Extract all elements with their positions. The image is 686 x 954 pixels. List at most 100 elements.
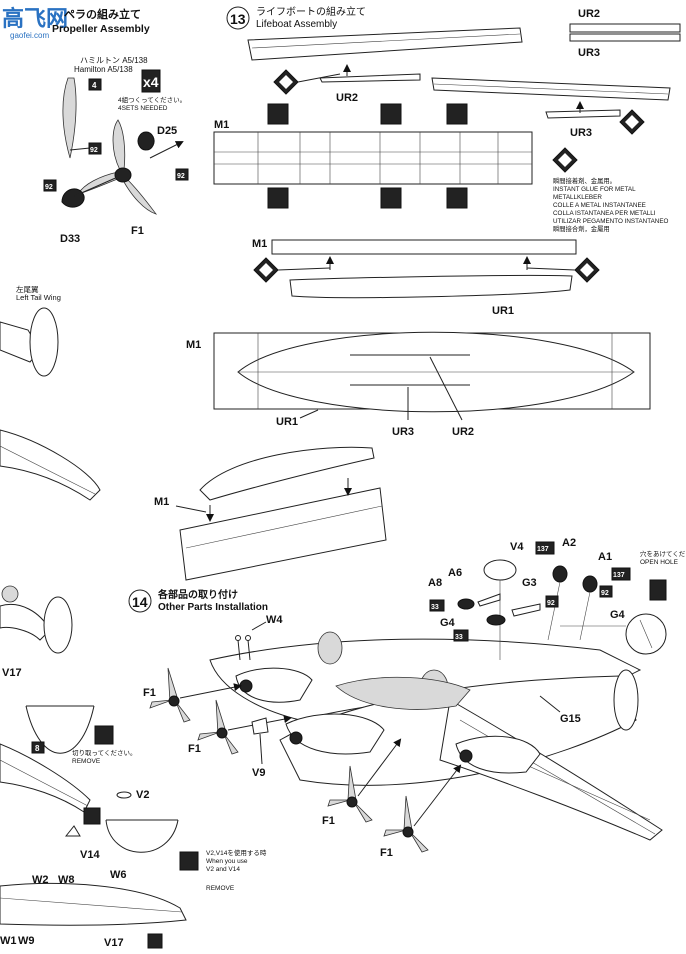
tail-fin-drawing <box>29 307 59 377</box>
label-ur2: UR2 <box>336 92 358 104</box>
label-f1-a: F1 <box>143 687 156 699</box>
propeller-blade <box>62 77 77 159</box>
label-ur1-a: UR1 <box>492 305 514 317</box>
svg-text:92: 92 <box>601 590 609 597</box>
part-label-d25: D25 <box>157 125 177 137</box>
label-f1-c: F1 <box>322 815 335 827</box>
label-v14: V14 <box>80 849 100 861</box>
step12-section: ペラの組み立て Propeller Assembly ハミルトン A5/138 … <box>43 7 189 245</box>
label-g3: G3 <box>522 577 537 589</box>
label-w6: W6 <box>110 869 127 881</box>
label-a1: A1 <box>598 551 612 563</box>
open-hole-jp: 穴をあけてください。 <box>640 549 686 558</box>
svg-text:UR3: UR3 <box>578 47 600 59</box>
paint-chip-4 <box>88 78 102 91</box>
step12-variant-jp: ハミルトン A5/138 <box>80 56 148 65</box>
label-w2: W2 <box>32 874 49 886</box>
remove-mark-a <box>94 725 114 745</box>
label-v2: V2 <box>136 789 149 801</box>
label-w1: W1 <box>0 935 17 947</box>
step12-variant-en: Hamilton A5/138 <box>74 65 133 74</box>
logo-text: 高飞网 <box>2 6 68 31</box>
svg-text:When you use: When you use <box>206 858 248 865</box>
step13-title-en: Lifeboat Assembly <box>256 19 337 30</box>
svg-text:REMOVE: REMOVE <box>72 758 101 765</box>
label-g4-a: G4 <box>440 617 456 629</box>
svg-text:13: 13 <box>230 11 246 27</box>
remove-marks <box>267 103 468 209</box>
label-f1-b: F1 <box>188 743 201 755</box>
drill-icon <box>649 579 667 601</box>
label-m1-b: M1 <box>252 238 267 250</box>
fuselage-lower-drawing <box>0 883 187 926</box>
label-m1-c: M1 <box>186 339 201 351</box>
label-m1-d: M1 <box>154 496 169 508</box>
remove-mark-b <box>179 851 199 871</box>
step14-title-jp: 各部品の取り付け <box>157 588 238 601</box>
svg-text:92: 92 <box>547 600 555 607</box>
label-m1-a: M1 <box>214 119 229 131</box>
qty-badge-text: x4 <box>143 74 159 90</box>
svg-text:UR3: UR3 <box>570 127 592 139</box>
glue-note-line: 瞬間接着剤、金属用。 <box>553 176 616 185</box>
label-ur1-b: UR1 <box>276 416 298 428</box>
svg-text:4: 4 <box>92 81 97 90</box>
svg-text:METALLKLEBER: METALLKLEBER <box>553 194 602 201</box>
label-ur3: UR3 <box>392 426 414 438</box>
step14-number-badge <box>128 589 152 613</box>
svg-text:137: 137 <box>613 572 625 579</box>
label-a6: A6 <box>448 567 462 579</box>
part-label-d33: D33 <box>60 233 80 245</box>
left-tail-jp: 左尾翼 <box>16 284 39 294</box>
svg-text:INSTANT GLUE FOR METAL: INSTANT GLUE FOR METAL <box>553 186 636 193</box>
svg-text:瞬間接合劑，金屬用: 瞬間接合劑，金屬用 <box>553 224 610 233</box>
svg-text:COLLE A METAL INSTANTANEE: COLLE A METAL INSTANTANEE <box>553 202 646 209</box>
wing-drawing <box>0 429 101 501</box>
left-tail-en: Left Tail Wing <box>16 293 61 302</box>
propeller-icons <box>149 667 462 853</box>
qty-badge <box>141 69 161 93</box>
label-v9: V9 <box>252 767 265 779</box>
label-v4: V4 <box>510 541 524 553</box>
label-w4: W4 <box>266 614 283 626</box>
paint-chip-8: 8 <box>35 744 40 753</box>
svg-text:4組つくってください。: 4組つくってください。 <box>118 95 186 104</box>
svg-text:33: 33 <box>431 604 439 611</box>
label-g15: G15 <box>560 713 581 725</box>
left-column: 左尾翼 Left Tail Wing V17 8 切り取ってください。 REMO… <box>0 284 267 949</box>
aircraft-drawing <box>209 631 663 841</box>
step14-section: 14 各部品の取り付け Other Parts Installation <box>128 537 686 859</box>
svg-text:V2 and V14: V2 and V14 <box>206 866 240 873</box>
svg-text:REMOVE: REMOVE <box>206 885 235 892</box>
lifeboat-part-strip <box>247 27 523 61</box>
svg-text:92: 92 <box>90 147 98 154</box>
part-label-f1: F1 <box>131 225 144 237</box>
svg-text:137: 137 <box>537 546 549 553</box>
step13-title-jp: ライフボートの組み立て <box>256 5 366 18</box>
svg-text:92: 92 <box>45 184 53 191</box>
logo-url: gaofei.com <box>10 31 49 40</box>
spinner-part <box>61 188 85 208</box>
step13-number-badge <box>226 6 250 30</box>
svg-text:4SETS NEEDED: 4SETS NEEDED <box>118 105 168 112</box>
lifeboat-frame-m1 <box>213 131 533 185</box>
lifeboat-on-fuselage <box>199 446 375 501</box>
svg-text:UTILIZAR PEGAMENTO INSTANTANEO: UTILIZAR PEGAMENTO INSTANTANEO <box>553 218 669 225</box>
site-logo: 高飞网 gaofei.com <box>2 6 68 40</box>
label-g4-b: G4 <box>610 609 626 621</box>
svg-text:V2,V14を使用する時: V2,V14を使用する時 <box>206 848 267 857</box>
svg-text:UR2: UR2 <box>578 8 600 20</box>
svg-text:COLLA ISTANTANEA PER METALLI: COLLA ISTANTANEA PER METALLI <box>553 210 656 217</box>
svg-text:33: 33 <box>455 634 463 641</box>
label-a8: A8 <box>428 577 442 589</box>
label-v17-b: V17 <box>104 937 124 949</box>
step13-section: 13 ライフボートの組み立て Lifeboat Assembly UR2 UR2… <box>154 5 681 581</box>
open-hole-en: OPEN HOLE <box>640 559 679 566</box>
step14-title-en: Other Parts Installation <box>158 602 268 613</box>
label-f1-d: F1 <box>380 847 393 859</box>
svg-text:14: 14 <box>132 594 148 610</box>
step12-title-en: Propeller Assembly <box>52 23 150 35</box>
label-w8: W8 <box>58 874 75 886</box>
